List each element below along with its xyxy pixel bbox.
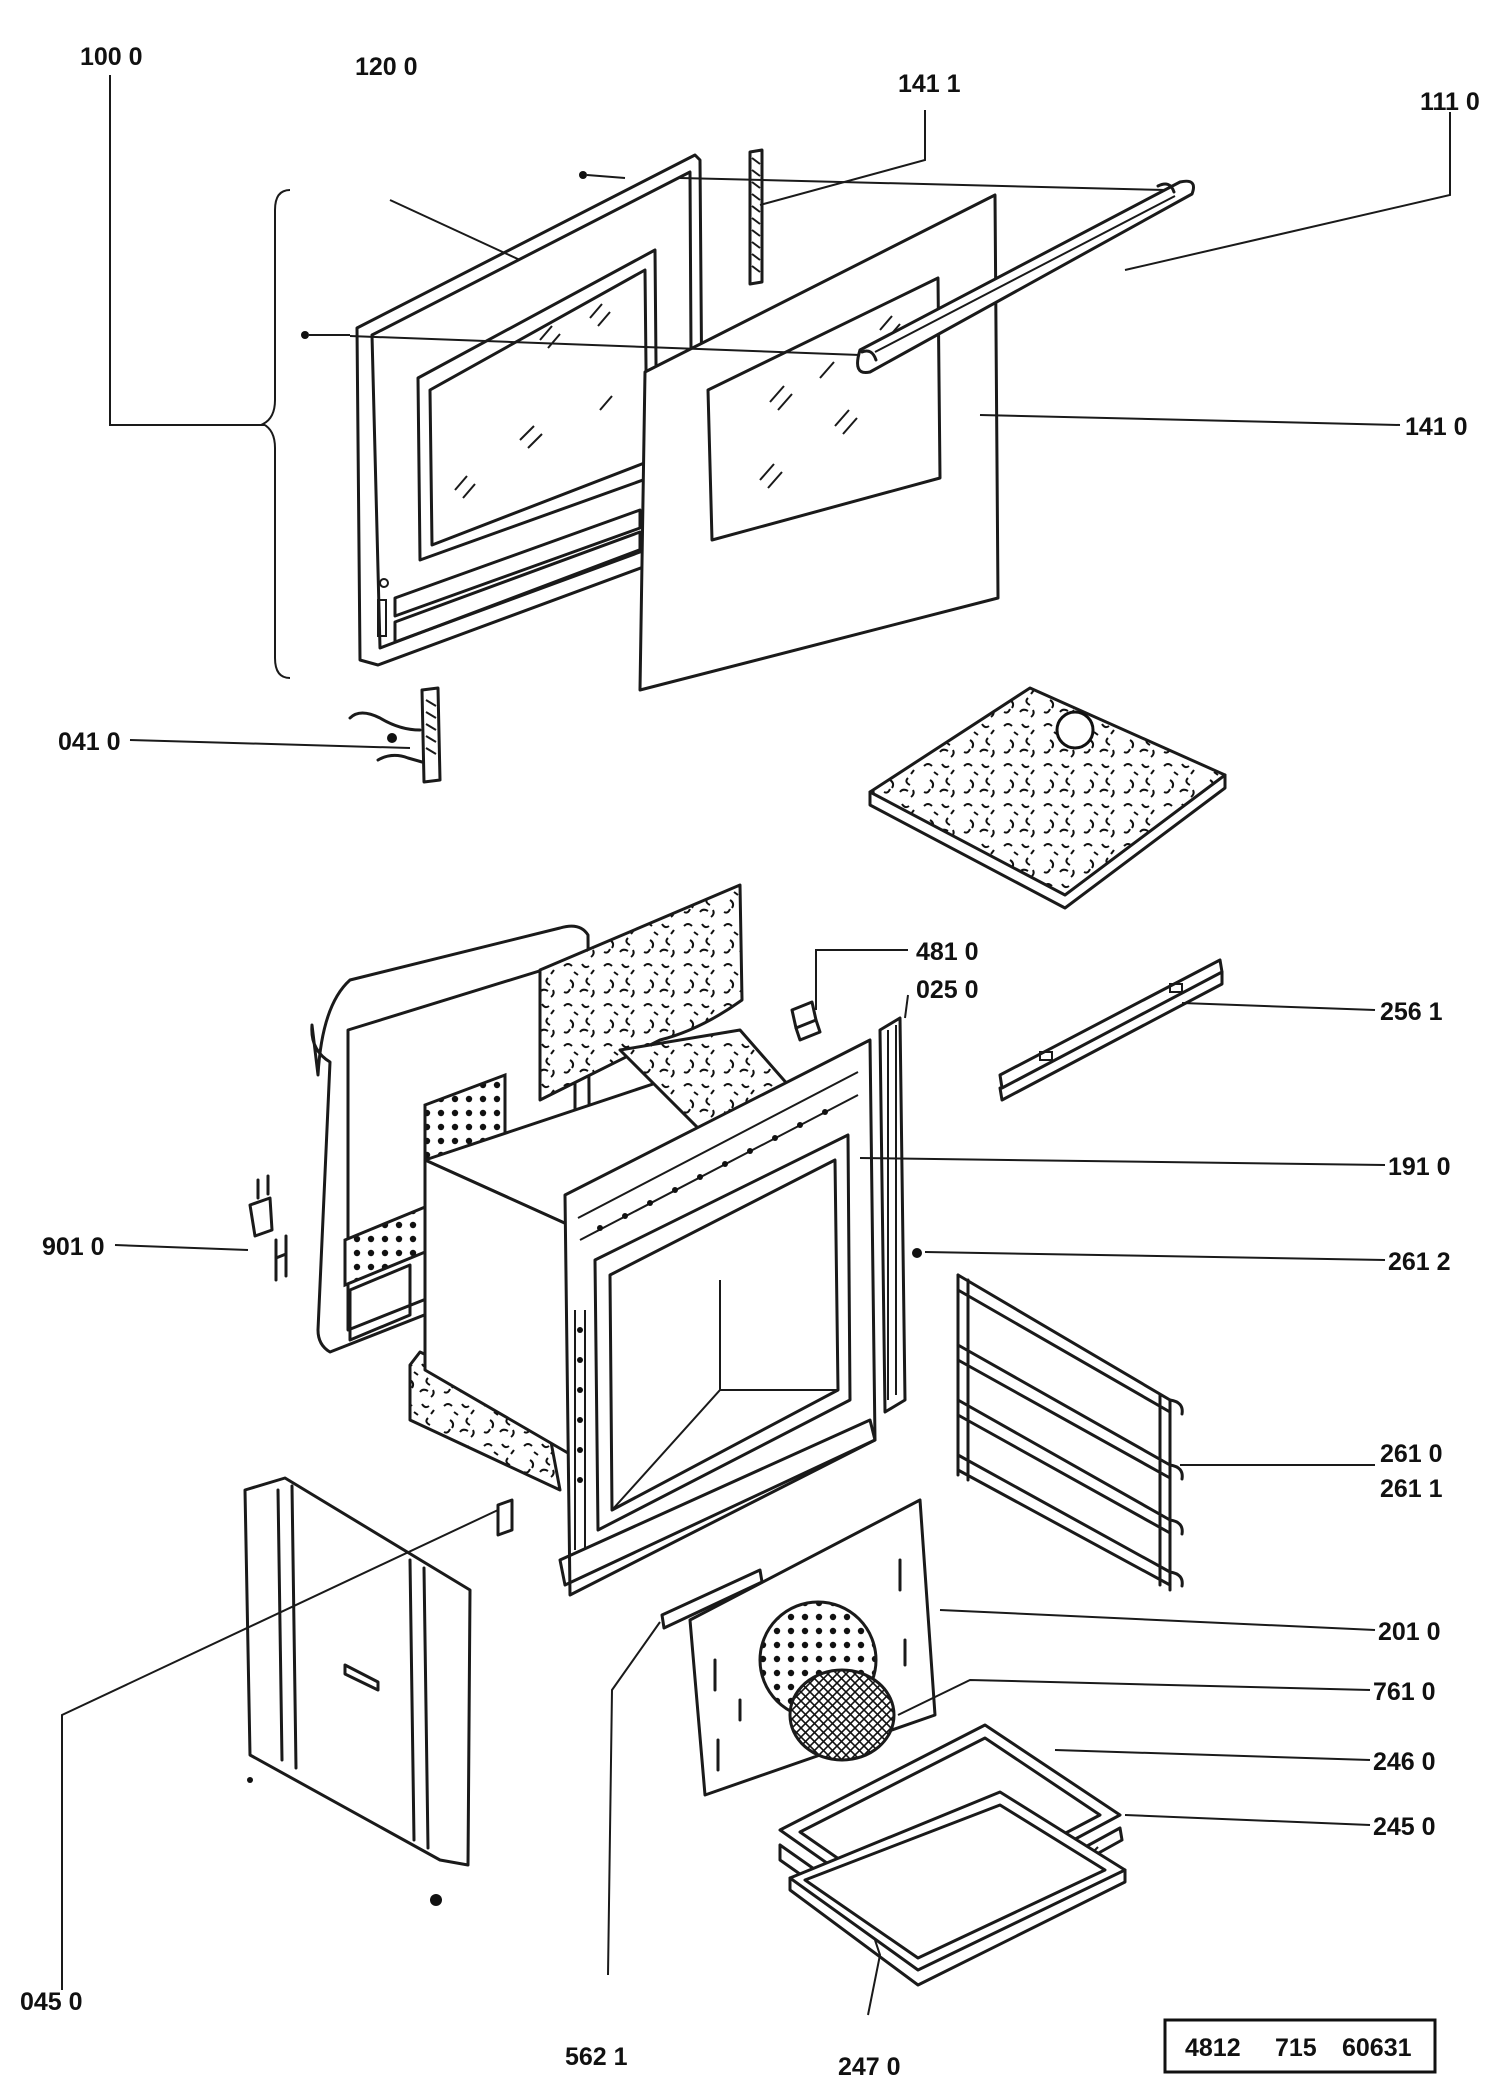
door-latch bbox=[248, 1174, 288, 1282]
label-141-0: 141 0 bbox=[1405, 413, 1468, 441]
label-245-0: 245 0 bbox=[1373, 1813, 1436, 1841]
label-041-0: 041 0 bbox=[58, 728, 121, 756]
gasket-strip bbox=[748, 148, 764, 286]
label-901-0: 901 0 bbox=[42, 1233, 105, 1261]
baking-tray-247 bbox=[788, 1790, 1127, 1987]
fan-grille bbox=[788, 1668, 896, 1762]
label-191-0: 191 0 bbox=[1388, 1153, 1451, 1181]
label-261-2: 261 2 bbox=[1388, 1248, 1451, 1276]
front-frame bbox=[558, 1038, 877, 1597]
part-labels: 100 0 120 0 141 1 111 0 141 0 041 0 481 … bbox=[20, 43, 1480, 2081]
frame-side-strip bbox=[878, 1016, 907, 1414]
label-025-0: 025 0 bbox=[916, 976, 979, 1004]
reference-part-c: 60631 bbox=[1342, 2034, 1412, 2062]
door-assembly bbox=[260, 148, 1195, 784]
label-256-1: 256 1 bbox=[1380, 998, 1443, 1026]
label-562-1: 562 1 bbox=[565, 2043, 628, 2071]
label-247-0: 247 0 bbox=[838, 2053, 901, 2081]
door-handle bbox=[856, 179, 1195, 375]
assembly-bracket bbox=[260, 189, 291, 679]
oven-cavity-assembly bbox=[248, 883, 922, 1597]
label-261-1: 261 1 bbox=[1380, 1475, 1443, 1503]
side-panel bbox=[243, 1476, 514, 1906]
label-100-0: 100 0 bbox=[80, 43, 143, 71]
label-761-0: 761 0 bbox=[1373, 1678, 1436, 1706]
label-120-0: 120 0 bbox=[355, 53, 418, 81]
label-201-0: 201 0 bbox=[1378, 1618, 1441, 1646]
reference-number-box: 4812 715 60631 bbox=[1163, 2018, 1437, 2074]
screw-pins bbox=[301, 171, 626, 339]
small-screw bbox=[912, 1248, 922, 1258]
inner-door-panel bbox=[355, 153, 705, 667]
sensor-part bbox=[790, 1000, 822, 1042]
rack-support-bar bbox=[998, 958, 1224, 1102]
bottom-insulation bbox=[408, 1350, 562, 1492]
leader-lines bbox=[61, 75, 1451, 2016]
label-246-0: 246 0 bbox=[1373, 1748, 1436, 1776]
fan-cover-panel bbox=[660, 1498, 937, 1797]
reference-part-b: 715 bbox=[1275, 2034, 1317, 2062]
reference-part-a: 4812 bbox=[1185, 2034, 1241, 2062]
top-insulation-slab bbox=[868, 686, 1227, 910]
label-045-0: 045 0 bbox=[20, 1988, 83, 2016]
label-141-1: 141 1 bbox=[898, 70, 961, 98]
label-111-0: 111 0 bbox=[1420, 88, 1480, 116]
back-insulation bbox=[538, 883, 744, 1102]
door-hinge bbox=[348, 686, 442, 784]
label-261-0: 261 0 bbox=[1380, 1440, 1443, 1468]
cavity-box bbox=[423, 1028, 822, 1462]
label-481-0: 481 0 bbox=[916, 938, 979, 966]
shelf-rails bbox=[956, 1273, 1184, 1592]
